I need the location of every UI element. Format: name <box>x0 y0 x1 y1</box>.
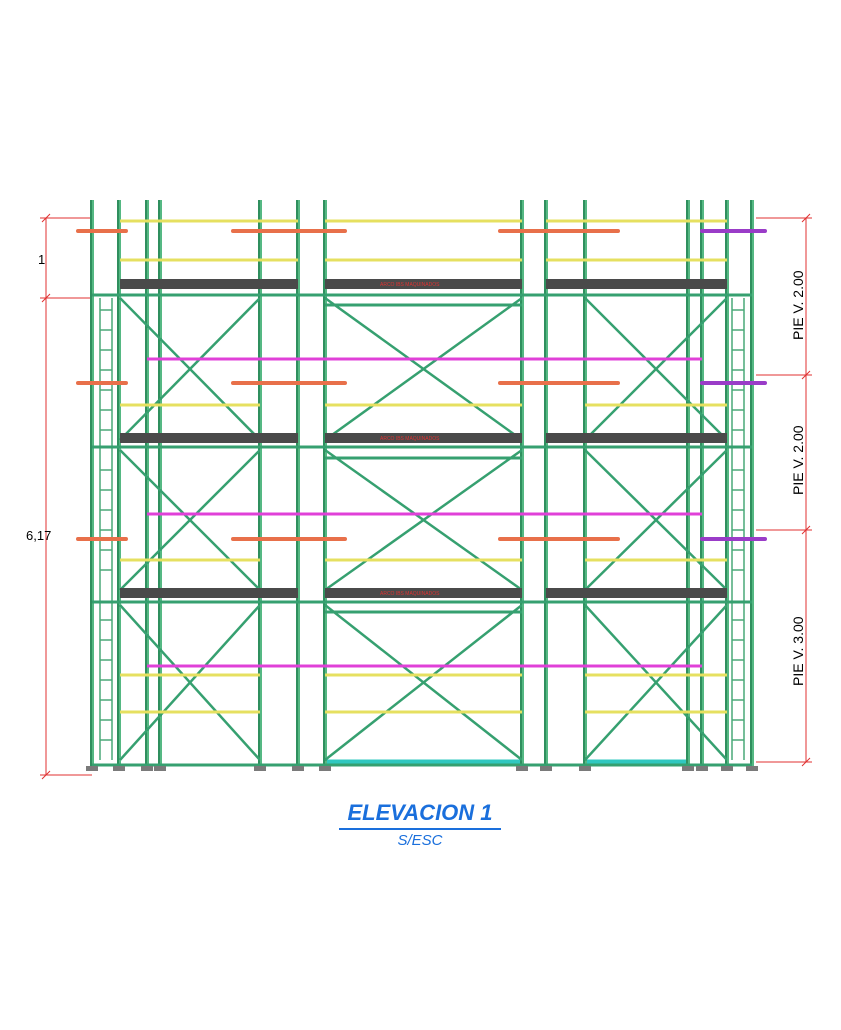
drawing-title: ELEVACION 1 <box>347 800 493 825</box>
lift-label-2: PIE V. 2.00 <box>790 425 806 495</box>
orange-guardrails <box>76 229 620 541</box>
left-dimensions <box>40 213 92 780</box>
title-block: ELEVACION 1 S/ESC <box>320 800 520 849</box>
base-jacks <box>86 766 758 771</box>
lift-label-3: PIE V. 3.00 <box>790 616 806 686</box>
scaffold-structure: ARCO IBS MAQUINADOS ARCO IBS MAQUINADOS … <box>76 200 767 771</box>
purple-guardrails <box>700 229 767 541</box>
yellow-ledgers <box>120 219 727 714</box>
dimension-top-label: 1 <box>38 252 45 267</box>
right-dimensions <box>756 213 812 767</box>
magenta-ledgers <box>147 357 702 668</box>
frame-ledgers <box>92 293 752 767</box>
deck-label-1: ARCO IBS MAQUINADOS <box>380 282 440 288</box>
lift-label-1: PIE V. 2.00 <box>790 270 806 340</box>
deck-label-2: ARCO IBS MAQUINADOS <box>380 436 440 442</box>
deck-platforms <box>120 279 727 598</box>
dimension-total-label: 6,17 <box>26 528 51 543</box>
diagonal-braces <box>119 296 728 761</box>
title-underline <box>339 828 501 830</box>
deck-label-3: ARCO IBS MAQUINADOS <box>380 591 440 597</box>
ladder-left <box>99 298 113 760</box>
drawing-scale: S/ESC <box>397 832 443 849</box>
ladder-right <box>731 298 745 760</box>
